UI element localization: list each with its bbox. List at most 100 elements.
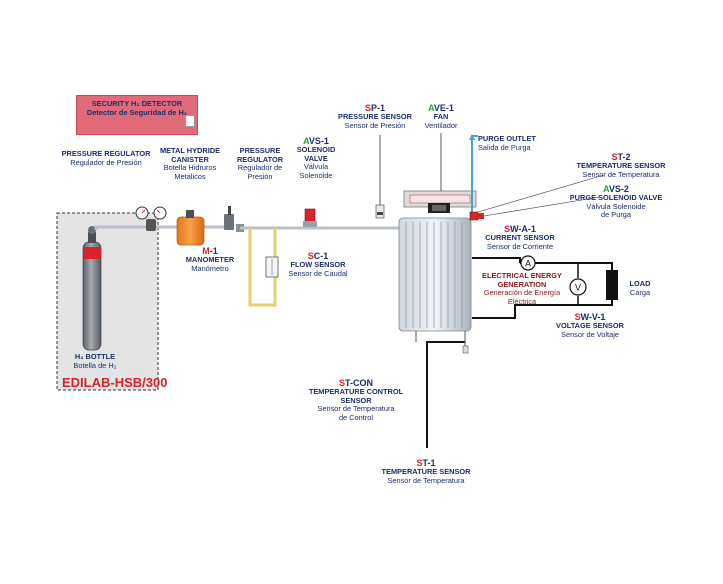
security-detector-title: SECURITY H₂ DETECTOR: [91, 99, 183, 108]
gas-line-bottle: [94, 225, 148, 230]
detector-device-icon: [185, 115, 195, 127]
sc1-subtitle: Sensor de Caudal: [288, 268, 348, 278]
sc1-label: SC-1 FLOW SENSOR Sensor de Caudal: [278, 251, 358, 278]
metal-hydride-title-2: CANISTER: [171, 154, 209, 164]
pressure-regulator-2-label: PRESSURE REGULATOR Regulador de Presión: [230, 146, 290, 181]
st1-label: ST-1 TEMPERATURE SENSOR Sensor de Temper…: [366, 458, 486, 485]
avs2-title: PURGE SOLENOID VALVE: [569, 193, 663, 202]
purge-outlet-label: PURGE OUTLET Salida de Purga: [478, 134, 558, 152]
voltmeter-symbol: V: [575, 283, 581, 293]
generation-subtitle-1: Generación de Energía: [483, 288, 561, 298]
sp1-tag: SP-1: [364, 103, 386, 113]
pressure-regulator-2-subtitle-2: Presión: [247, 171, 273, 181]
sc1-tag: SC-1: [307, 251, 329, 261]
sp1-label: SP-1 PRESSURE SENSOR Sensor de Presión: [330, 103, 420, 130]
metal-hydride-label: METAL HYDRIDE CANISTER Botella Hidruros …: [150, 146, 230, 181]
avs2-label: AVS-2 PURGE SOLENOID VALVE Válvula Solen…: [556, 184, 676, 220]
swa1-label: SW-A-1 CURRENT SENSOR Sensor de Corrient…: [480, 224, 560, 251]
swa1-subtitle: Sensor de Corriente: [486, 241, 554, 251]
st1-tag: ST-1: [416, 458, 436, 468]
ammeter-symbol: A: [525, 259, 531, 269]
metal-hydride-subtitle-2: Metalicos: [174, 171, 206, 181]
generation-title-2: GENERATION: [497, 279, 547, 289]
flow-sensor: [265, 256, 279, 278]
metal-hydride-subtitle-1: Botella Hidruros: [163, 163, 217, 173]
pressure-regulator-1-title: PRESSURE REGULATOR: [61, 149, 151, 158]
h2-bottle-subtitle: Botella de H₂: [73, 360, 117, 370]
sp1-subtitle: Sensor de Presión: [344, 120, 406, 130]
st2-subtitle: Sensor de Temperatura: [582, 169, 660, 179]
stcon-subtitle-2: de Control: [338, 412, 374, 422]
avs1-subtitle-2: Solenoide: [299, 170, 333, 180]
ave1-tag: AVE-1: [428, 103, 454, 113]
pressure-regulator-1: [135, 206, 167, 231]
sc1-title: FLOW SENSOR: [290, 260, 346, 269]
pressure-sensor-sp1: [375, 135, 385, 219]
swa1-tag: SW-A-1: [504, 224, 536, 234]
swa1-title: CURRENT SENSOR: [485, 233, 555, 242]
solenoid-valve-avs1: [303, 208, 317, 227]
purge-solenoid-valve-avs2: [469, 174, 605, 221]
load-resistor: [606, 270, 618, 300]
temperature-sensor-lines: [415, 331, 469, 448]
load-subtitle: Carga: [629, 287, 651, 297]
swv1-title: VOLTAGE SENSOR: [556, 321, 624, 330]
security-h2-detector: SECURITY H₂ DETECTOR Detector de Segurid…: [76, 95, 198, 135]
st2-title: TEMPERATURE SENSOR: [576, 161, 666, 170]
h2-bottle-title: H₂ BOTTLE: [74, 352, 116, 361]
manometer-title: MANOMETER: [185, 255, 235, 264]
manometer-label: M-1 MANOMETER Manómetro: [180, 246, 240, 273]
stcon-label: ST-CON TEMPERATURE CONTROL SENSOR Sensor…: [296, 378, 416, 422]
stcon-tag: ST-CON: [338, 378, 373, 388]
avs1-label: AVS-1 SOLENOID VALVE Válvula Solenoide: [286, 136, 346, 180]
metal-hydride-title-1: METAL HYDRIDE: [159, 146, 221, 155]
stcon-title-1: TEMPERATURE CONTROL: [308, 387, 404, 396]
fuel-cell-stack: [398, 217, 472, 332]
pressure-regulator-1-label: PRESSURE REGULATOR Regulador de Presión: [46, 149, 166, 167]
voltmeter-icon: V: [569, 278, 587, 296]
pressure-regulator-2-title-2: REGULATOR: [236, 154, 284, 164]
ammeter-icon: A: [520, 255, 536, 271]
product-code: EDILAB-HSB/300: [62, 375, 168, 390]
avs2-subtitle-1: Válvula Solenoide: [586, 201, 646, 211]
stcon-subtitle-1: Sensor de Temperatura: [317, 404, 395, 414]
swv1-subtitle: Sensor de Voltaje: [561, 329, 619, 339]
avs1-tag: AVS-1: [303, 136, 329, 146]
avs1-title-1: SOLENOID: [296, 145, 336, 154]
load-title: LOAD: [629, 279, 651, 288]
purge-outlet-subtitle: Salida de Purga: [478, 142, 531, 152]
stcon-title-2: SENSOR: [340, 395, 372, 405]
h2-bottle-label: H₂ BOTTLE Botella de H₂: [60, 352, 130, 370]
avs1-subtitle-1: Válvula: [303, 162, 329, 172]
manometer-tag: M-1: [202, 246, 218, 256]
metal-hydride-canister: [176, 210, 205, 246]
security-detector-subtitle: Detector de Seguridad de H₂: [86, 108, 188, 117]
load-label: LOAD Carga: [620, 279, 660, 297]
st2-tag: ST-2: [611, 152, 631, 162]
generation-label: ELECTRICAL ENERGY GENERATION Generación …: [472, 271, 572, 306]
purge-outlet-title: PURGE OUTLET: [478, 134, 536, 143]
avs2-subtitle-2: de Purga: [601, 210, 631, 220]
bottle-enclosure: [56, 212, 159, 391]
generation-subtitle-2: Eléctrica: [507, 296, 537, 306]
st1-subtitle: Sensor de Temperatura: [387, 475, 465, 485]
swv1-label: SW-V-1 VOLTAGE SENSOR Sensor de Voltaje: [540, 312, 640, 339]
st2-label: ST-2 TEMPERATURE SENSOR Sensor de Temper…: [566, 152, 676, 179]
purge-arrow-icon: [469, 134, 475, 140]
generation-title-1: ELECTRICAL ENERGY: [482, 271, 562, 280]
pressure-regulator-1-subtitle: Regulador de Presión: [70, 157, 142, 167]
avs1-title-2: VALVE: [304, 153, 328, 163]
h2-bottle: [82, 226, 102, 351]
sp1-title: PRESSURE SENSOR: [338, 112, 412, 121]
pressure-regulator-2-title-1: PRESSURE: [239, 146, 281, 155]
ave1-label: AVE-1 FAN Ventilador: [416, 103, 466, 130]
st1-title: TEMPERATURE SENSOR: [381, 467, 471, 476]
ave1-title: FAN: [433, 112, 449, 121]
avs2-tag: AVS-2: [603, 184, 629, 194]
electrical-circuit: [472, 257, 613, 319]
ave1-subtitle: Ventilador: [424, 120, 458, 130]
fan: [403, 133, 477, 213]
swv1-tag: SW-V-1: [574, 312, 606, 322]
manometer-subtitle: Manómetro: [191, 263, 229, 273]
